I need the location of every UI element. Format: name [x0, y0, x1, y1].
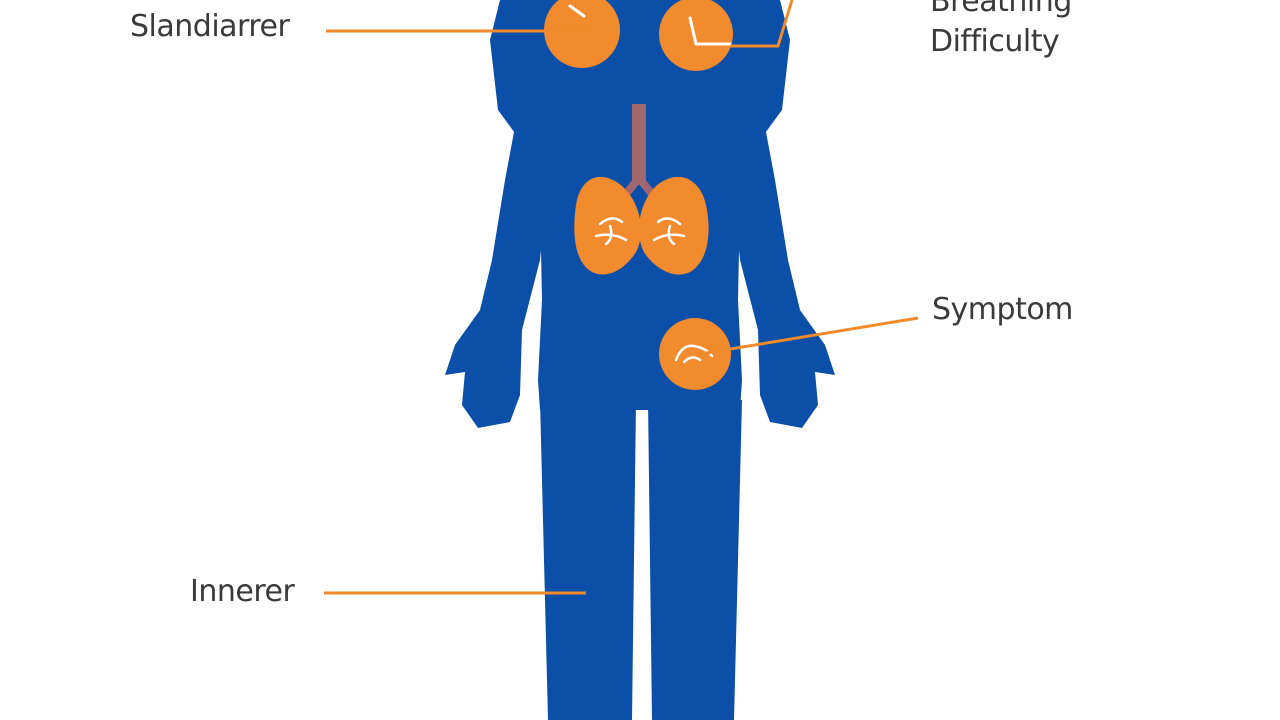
left-arm: [445, 100, 548, 428]
label-slandiarrer: Slandiarrer: [130, 9, 290, 44]
right-leg: [648, 400, 742, 720]
callout-line-breathing: [730, 0, 794, 48]
label-innerer: Innerer: [190, 574, 295, 609]
label-symptom: Symptom: [932, 292, 1073, 327]
left-leg: [540, 400, 636, 720]
left-lung: [574, 176, 641, 275]
torso: [490, 0, 790, 410]
trachea: [622, 104, 656, 198]
right-lung: [639, 176, 709, 275]
stomach-organ: [659, 318, 731, 390]
right-arm: [732, 100, 835, 428]
label-difficulty: Difficulty: [930, 24, 1060, 59]
body-silhouette: [445, 0, 835, 720]
upper-right-organ: [659, 0, 733, 71]
label-breathing: Breathing: [930, 0, 1072, 19]
upper-left-organ: [544, 0, 620, 68]
callout-lines: [324, 0, 919, 595]
callout-line-symptom: [699, 316, 919, 356]
lungs: [574, 176, 709, 275]
